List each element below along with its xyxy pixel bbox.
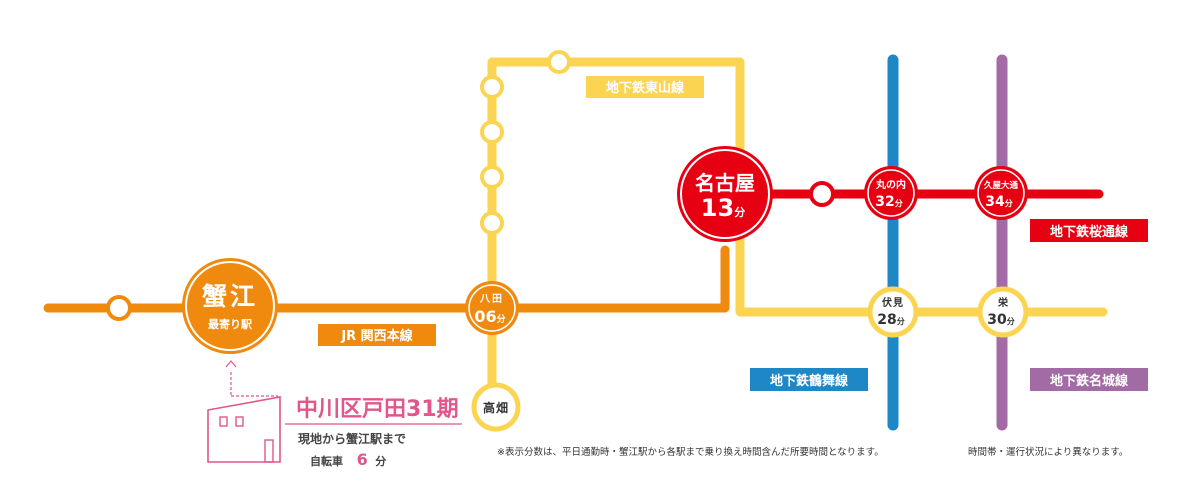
svg-text:地下鉄名城線: 地下鉄名城線 <box>1050 373 1129 389</box>
station-nagoya: 名古屋 13分 <box>677 146 773 242</box>
property-access-line1: 現地から蟹江駅まで <box>298 431 406 446</box>
property-info: 中川区戸田31期 現地から蟹江駅まで 自転車 6 分 <box>207 360 462 469</box>
station-hatta-name: 八田 <box>479 293 504 305</box>
label-jr-kansai: JR 関西本線 <box>318 324 436 346</box>
station-nagoya-time: 13分 <box>701 194 745 222</box>
station-marunouchi-name: 丸の内 <box>875 178 906 191</box>
svg-text:地下鉄桜通線: 地下鉄桜通線 <box>1050 224 1129 240</box>
station-sakae-time: 30分 <box>987 312 1014 328</box>
station-hisayaodori: 久屋大通 34分 <box>974 166 1028 220</box>
station-kanie-name: 蟹江 <box>202 282 258 311</box>
station-marunouchi: 丸の内 32分 <box>864 166 918 220</box>
label-tsurumai: 地下鉄鶴舞線 <box>750 368 868 391</box>
station-sakae-name: 栄 <box>997 296 1009 309</box>
svg-text:地下鉄鶴舞線: 地下鉄鶴舞線 <box>770 373 849 389</box>
svg-text:JR 関西本線: JR 関西本線 <box>340 328 413 344</box>
label-higashiyama: 地下鉄東山線 <box>586 76 704 98</box>
station-dot <box>480 75 504 99</box>
station-sakae: 栄 30分 <box>977 286 1029 338</box>
station-marunouchi-time: 32分 <box>875 194 902 210</box>
property-name: 中川区戸田31期 <box>296 397 459 422</box>
property-access-line2: 自転車 6 分 <box>310 450 386 469</box>
footnote: ※表示分数は、平日通勤時・蟹江駅から各駅まで乗り換え時間含んだ所要時間となります… <box>497 446 1128 458</box>
connector-arrowhead <box>225 360 237 368</box>
higashiyama-line <box>487 57 1108 415</box>
label-meijo: 地下鉄名城線 <box>1030 368 1148 391</box>
station-dot <box>547 50 571 74</box>
station-nagoya-name: 名古屋 <box>695 171 755 195</box>
station-kanie: 蟹江 最寄り駅 <box>182 258 278 354</box>
station-dot <box>106 295 132 321</box>
station-hisayaodori-time: 34分 <box>985 194 1012 210</box>
station-dot <box>480 120 504 144</box>
station-fushimi-name: 伏見 <box>881 296 904 309</box>
station-hisayaodori-name: 久屋大通 <box>983 180 1019 191</box>
jr-kansai-line <box>43 245 730 313</box>
label-sakuradori: 地下鉄桜通線 <box>1030 219 1148 242</box>
house-icon <box>207 396 281 463</box>
station-dot <box>480 211 504 235</box>
station-hatta: 八田 06分 <box>465 281 519 335</box>
station-fushimi-time: 28分 <box>877 312 904 328</box>
station-kanie-sub: 最寄り駅 <box>208 317 252 331</box>
svg-text:地下鉄東山線: 地下鉄東山線 <box>606 80 685 96</box>
station-takabata-name: 高畑 <box>483 400 509 415</box>
station-hatta-time: 06分 <box>474 307 505 326</box>
station-dot <box>809 181 835 207</box>
station-dot <box>480 165 504 189</box>
station-takabata: 高畑 <box>471 382 521 432</box>
station-fushimi: 伏見 28分 <box>867 286 919 338</box>
